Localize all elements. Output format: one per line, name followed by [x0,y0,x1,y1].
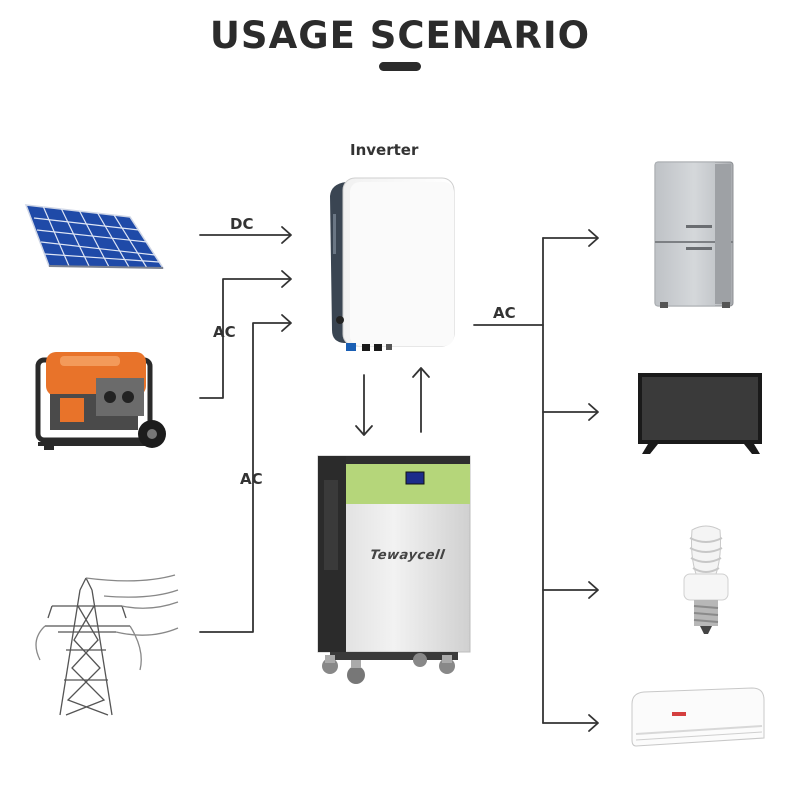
ac-grid-line [199,322,291,633]
ac-output-label: AC [493,304,516,322]
battery-to-inverter-arrowhead [412,367,430,378]
air-conditioner-icon [631,687,765,747]
inverter-icon [330,177,455,351]
ac-generator-line [199,278,291,399]
ac-grid-label: AC [240,470,263,488]
solar-panel-icon [24,204,165,269]
branch-bulb-arrowhead [588,581,599,599]
branch-ac-arrowhead [588,714,599,732]
bulb-icon [683,525,729,634]
dc-label: DC [230,215,254,233]
tv-icon [638,373,762,454]
generator-icon [35,352,166,450]
branch-fridge-arrowhead [588,229,599,247]
ac-generator-arrowhead [281,270,292,288]
power-tower-icon [35,574,179,716]
ac-grid-arrowhead [281,314,292,332]
inverter-to-battery-arrowhead [355,425,373,436]
title-underline [379,62,421,71]
inverter-label: Inverter [350,141,419,159]
refrigerator-icon [654,161,734,308]
battery-brand-label: Tewaycell [368,548,446,563]
page-title: USAGE SCENARIO [209,14,591,57]
branch-tv-arrowhead [588,403,599,421]
dc-arrowhead [281,226,292,244]
connector-lines [199,226,599,732]
battery-icon [317,455,471,684]
ac-generator-label: AC [213,323,236,341]
